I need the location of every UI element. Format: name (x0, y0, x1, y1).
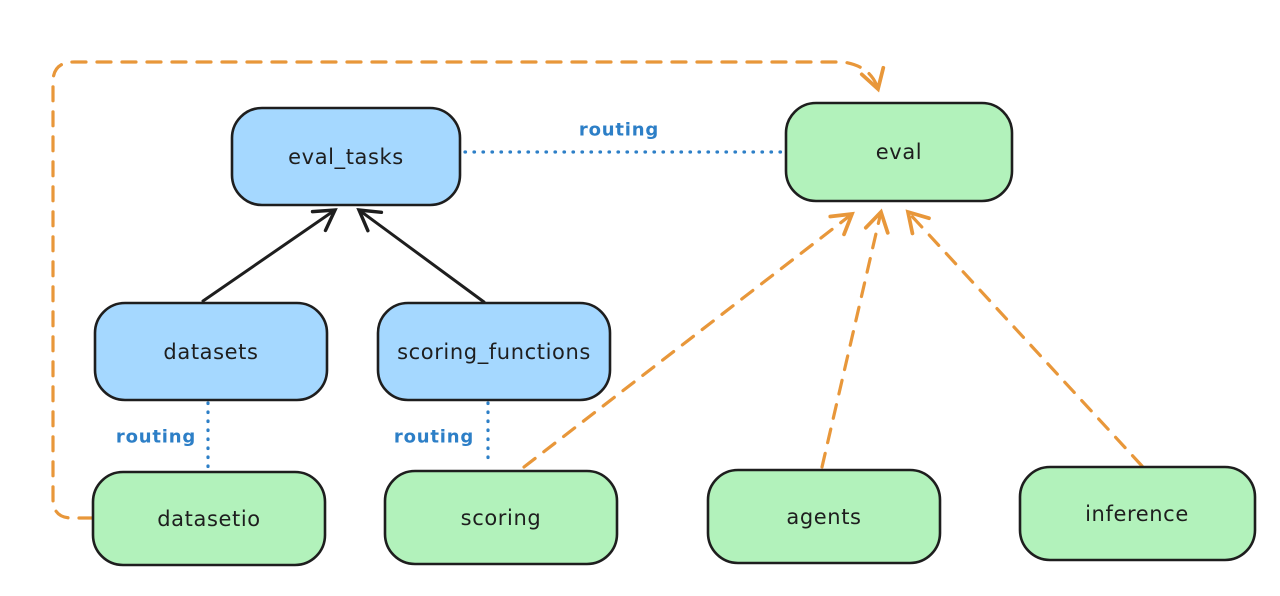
node-datasetio-label: datasetio (157, 507, 260, 531)
node-datasets-label: datasets (163, 340, 258, 364)
edge-scoring-to-eval[interactable] (522, 211, 855, 469)
node-scoring-functions-label: scoring_functions (397, 340, 591, 365)
edge-label-routing-scoring: routing (394, 427, 474, 448)
node-scoring-shape[interactable] (383, 469, 619, 566)
edge-label-routing-top: routing (579, 120, 659, 141)
node-eval-shape[interactable] (784, 101, 1014, 203)
node-datasets-shape[interactable] (93, 301, 329, 402)
node-scoring-functions[interactable]: scoring_functions (376, 301, 612, 402)
edge-scoring-functions-to-eval-tasks[interactable] (356, 207, 486, 304)
edge-datasets-to-eval-tasks[interactable] (201, 208, 338, 303)
edge-agents-to-eval[interactable] (820, 208, 890, 469)
node-scoring[interactable]: scoring (383, 469, 619, 566)
edge-label-routing-datasets: routing (116, 427, 196, 448)
node-agents-label: agents (786, 505, 861, 529)
edge-datasetio-to-eval[interactable] (51, 60, 886, 520)
node-agents-shape[interactable] (706, 468, 942, 565)
node-inference[interactable]: inference (1018, 465, 1257, 562)
node-datasetio-shape[interactable] (91, 470, 327, 567)
node-datasets[interactable]: datasets (93, 301, 329, 402)
edge-inference-to-eval[interactable] (905, 209, 1144, 468)
node-eval-label: eval (876, 140, 922, 164)
node-eval-tasks-label: eval_tasks (288, 145, 404, 170)
node-eval[interactable]: eval (784, 101, 1014, 203)
node-scoring-functions-shape[interactable] (376, 301, 612, 402)
node-agents[interactable]: agents (706, 468, 942, 565)
node-datasetio[interactable]: datasetio (91, 470, 327, 567)
node-inference-shape[interactable] (1018, 465, 1257, 562)
node-eval-tasks[interactable]: eval_tasks (230, 106, 462, 207)
node-eval-tasks-shape[interactable] (230, 106, 462, 207)
node-inference-label: inference (1085, 502, 1189, 526)
node-scoring-label: scoring (461, 506, 542, 530)
